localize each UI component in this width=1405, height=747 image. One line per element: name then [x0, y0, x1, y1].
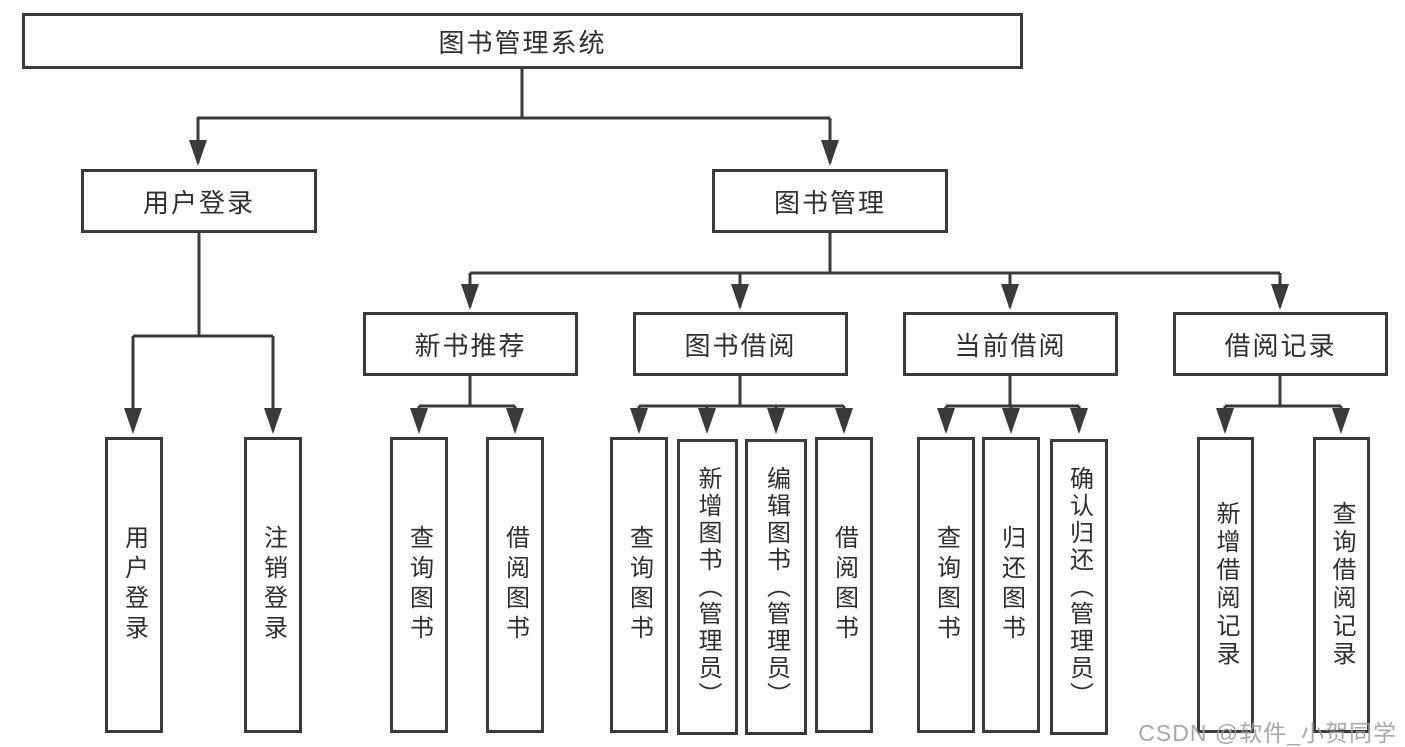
node-new-book-recommend: 新书推荐: [363, 312, 578, 376]
node-leaf-add-borrow-record: 新增借阅记录: [1197, 437, 1254, 733]
csdn-watermark: CSDN @软件_小贺同学: [1138, 720, 1397, 746]
node-leaf-borrow-books-1: 借阅图书: [486, 437, 544, 733]
node-borrowing-records: 借阅记录: [1173, 312, 1388, 376]
node-leaf-logout: 注销登录: [244, 437, 302, 733]
node-leaf-confirm-return-admin: 确认归还（管理员）: [1050, 439, 1108, 735]
node-leaf-borrow-books-2: 借阅图书: [815, 437, 873, 733]
node-leaf-query-books-1: 查询图书: [390, 437, 448, 733]
node-current-borrowing: 当前借阅: [903, 312, 1118, 376]
node-leaf-user-login: 用户登录: [105, 437, 163, 733]
node-leaf-query-books-2: 查询图书: [610, 437, 668, 733]
node-book-borrowing: 图书借阅: [633, 312, 848, 376]
node-leaf-add-book-admin: 新增图书（管理员）: [677, 439, 738, 735]
node-book-management: 图书管理: [712, 169, 948, 233]
node-leaf-edit-book-admin: 编辑图书（管理员）: [745, 439, 807, 735]
node-leaf-return-book: 归还图书: [982, 437, 1040, 733]
node-leaf-query-books-3: 查询图书: [917, 437, 975, 733]
node-user-login: 用户登录: [81, 169, 317, 233]
node-library-management-system: 图书管理系统: [22, 13, 1023, 69]
node-leaf-query-borrow-record: 查询借阅记录: [1313, 437, 1370, 733]
connector-group: [124, 69, 1350, 434]
